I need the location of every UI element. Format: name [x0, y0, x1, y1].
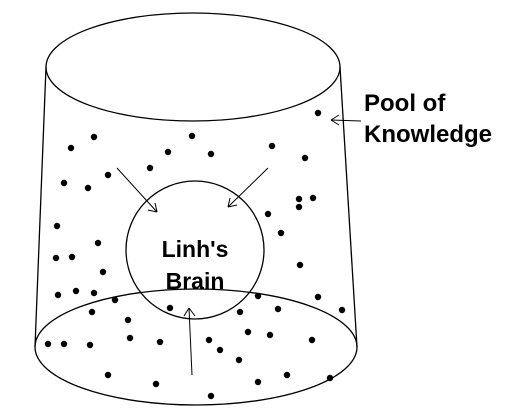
knowledge-dot [54, 291, 62, 299]
knowledge-dot [254, 292, 262, 300]
knowledge-dot [274, 305, 282, 313]
knowledge-dot [205, 336, 213, 344]
knowledge-dot [264, 210, 272, 218]
pool-bottom-ellipse [34, 288, 358, 406]
knowledge-dot [296, 261, 304, 269]
knowledge-dot [90, 289, 98, 297]
knowledge-dot [111, 296, 119, 304]
knowledge-dot [146, 164, 154, 172]
knowledge-dot [338, 306, 346, 314]
knowledge-dot [67, 144, 75, 152]
pool-left-side [34, 66, 47, 348]
knowledge-dot [164, 148, 172, 156]
knowledge-dot [236, 308, 244, 316]
arrow-pool-label [330, 114, 362, 126]
knowledge-dot [301, 154, 309, 162]
knowledge-dot [283, 371, 291, 379]
knowledge-dot [309, 194, 317, 202]
knowledge-arrows [116, 114, 362, 376]
knowledge-dot [126, 334, 134, 342]
brain-circle [125, 180, 265, 320]
knowledge-dot [53, 222, 61, 230]
knowledge-dot [44, 340, 52, 348]
knowledge-dot [166, 304, 174, 312]
knowledge-dot [90, 133, 98, 141]
knowledge-dot [52, 254, 60, 262]
knowledge-dot [86, 341, 94, 349]
pool-top-rim [45, 12, 341, 122]
pool-label-line1: Pool of [364, 90, 446, 117]
knowledge-dot [254, 378, 262, 386]
knowledge-dot [68, 253, 76, 261]
knowledge-dot [207, 150, 215, 158]
knowledge-dot [124, 316, 132, 324]
knowledge-dot [88, 308, 96, 316]
arrow-top-left [116, 167, 158, 213]
knowledge-dot [314, 293, 322, 301]
knowledge-dot [326, 374, 334, 382]
knowledge-dot [244, 328, 252, 336]
knowledge-dot [308, 336, 316, 344]
brain-label-line1: Linh's [162, 236, 229, 262]
arrow-top-right [227, 167, 269, 208]
knowledge-dot [156, 338, 164, 346]
knowledge-dot [216, 346, 224, 354]
knowledge-dot [60, 340, 68, 348]
knowledge-dot [207, 392, 215, 400]
knowledge-dot [94, 239, 102, 247]
arrow-bottom [183, 307, 196, 376]
knowledge-dot [104, 371, 112, 379]
knowledge-dot [268, 142, 276, 150]
knowledge-dot [235, 356, 243, 364]
knowledge-dot [84, 184, 92, 192]
knowledge-dot [152, 380, 160, 388]
pool-label-line2: Knowledge [364, 121, 492, 148]
knowledge-dot [188, 132, 196, 140]
knowledge-dots [44, 109, 346, 400]
brain-label-line2: Brain [166, 268, 225, 294]
knowledge-dot [277, 229, 285, 237]
knowledge-dot [104, 171, 112, 179]
knowledge-dot [60, 179, 68, 187]
knowledge-dot [99, 268, 107, 276]
pool-right-side [339, 66, 358, 348]
knowledge-dot [295, 195, 303, 203]
knowledge-dot [266, 331, 274, 339]
knowledge-pool-container [34, 12, 358, 406]
knowledge-dot [314, 109, 322, 117]
knowledge-dot [295, 203, 303, 211]
knowledge-dot [72, 287, 80, 295]
